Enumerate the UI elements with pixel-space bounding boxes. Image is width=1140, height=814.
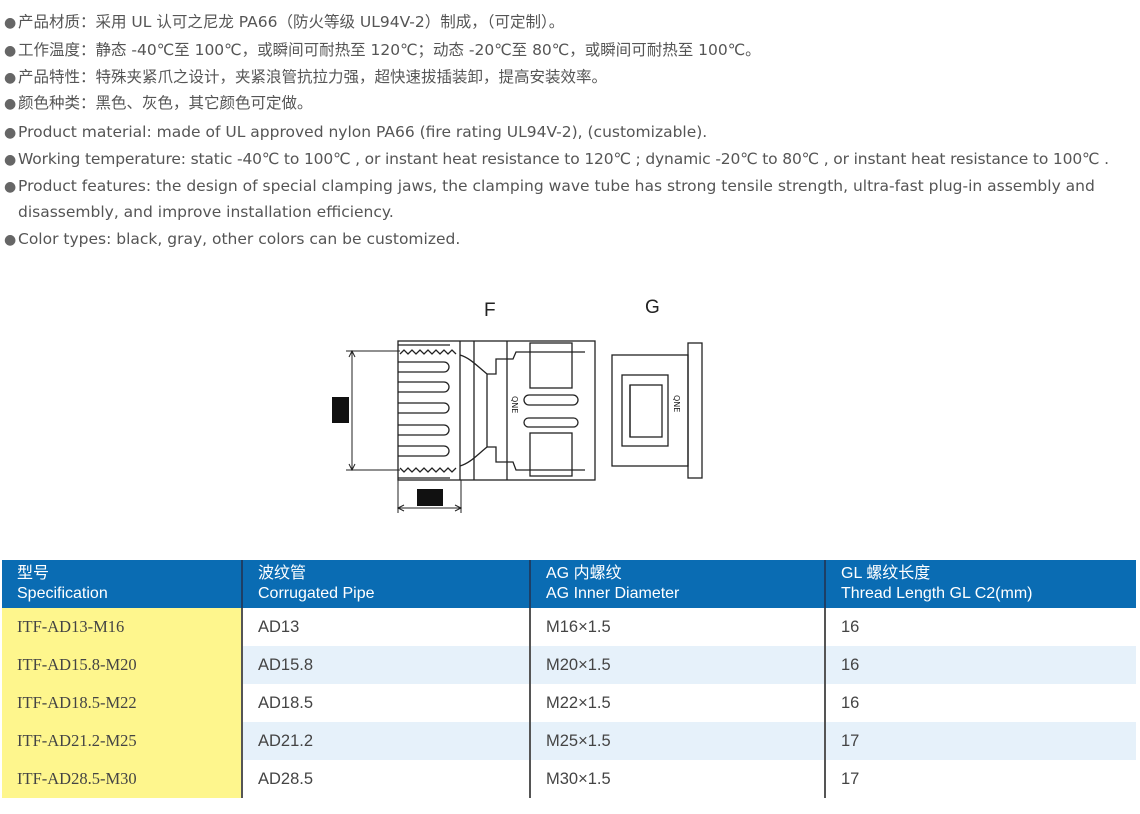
dimension-lines <box>332 349 463 513</box>
brand-mark: QNE <box>510 396 519 413</box>
feature-item: ●颜色种类：黑色、灰色，其它颜色可定做。 <box>4 94 313 112</box>
label-f: F <box>484 300 496 321</box>
brand-mark: QNE <box>672 395 681 412</box>
feature-item: ●Product features: the design of special… <box>4 177 1095 195</box>
feature-item: ●工作温度：静态 -40℃至 100℃，或瞬间可耐热至 120℃；动态 -20℃… <box>4 41 761 59</box>
feature-item: ●产品材质：采用 UL 认可之尼龙 PA66（防火等级 UL94V-2）制成，（… <box>4 13 565 31</box>
feature-item-continued: disassembly, and improve installation ef… <box>18 203 394 221</box>
label-g: G <box>645 297 660 318</box>
feature-item: ●Color types: black, gray, other colors … <box>4 230 461 248</box>
part-g: QNE <box>611 342 703 479</box>
part-f: QNE <box>397 340 596 481</box>
product-drawing: F G QNE QNE <box>332 297 703 513</box>
feature-item: ●Product material: made of UL approved n… <box>4 123 708 141</box>
feature-item: ●产品特性：特殊夹紧爪之设计，夹紧浪管抗拉力强，超快速拔插装卸，提高安装效率。 <box>4 68 608 86</box>
feature-item: ●Working temperature: static -40℃ to 100… <box>4 150 1109 168</box>
